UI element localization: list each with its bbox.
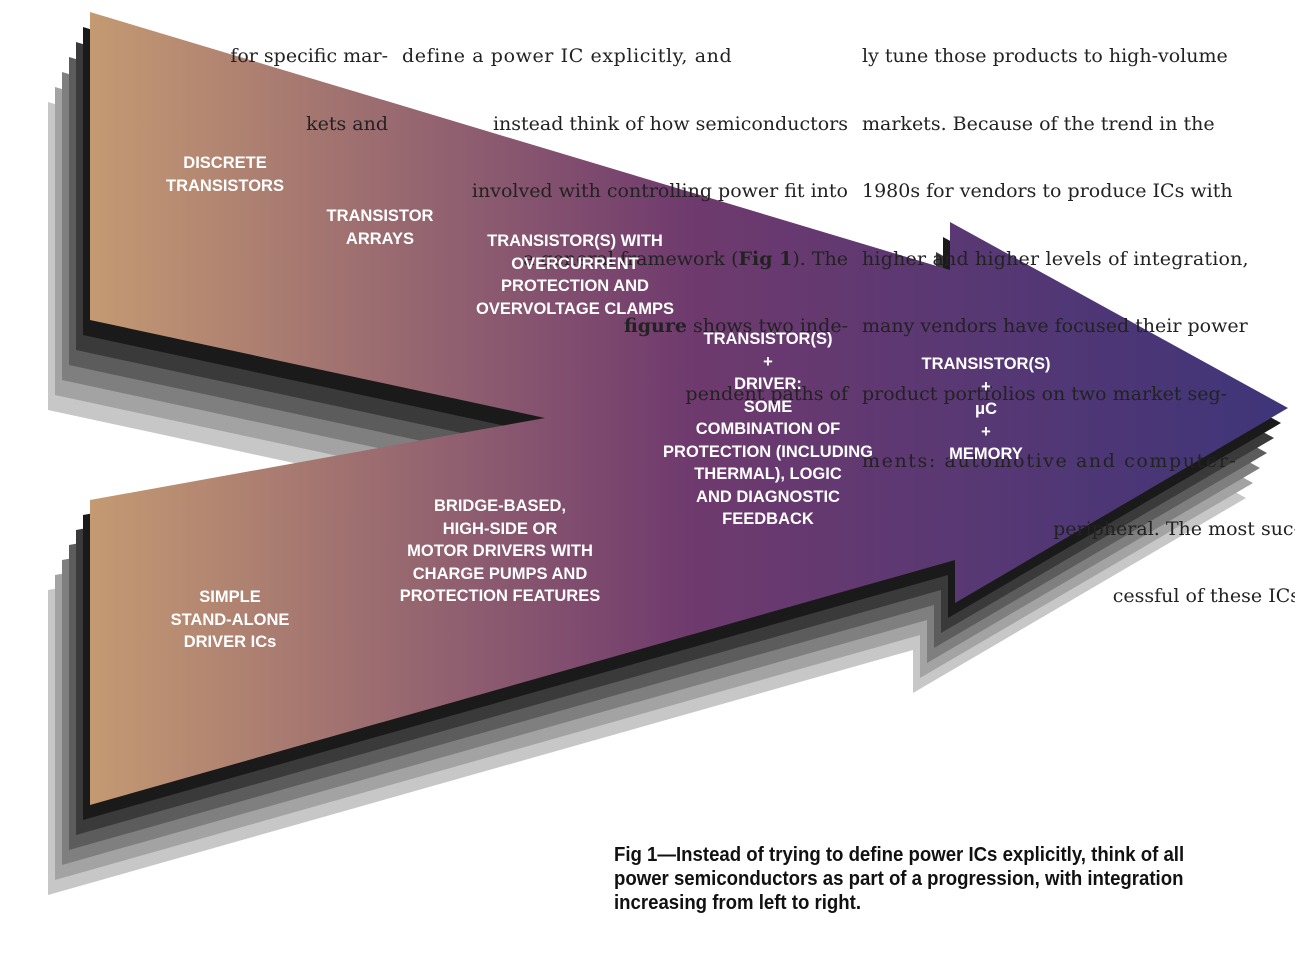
label-discrete-transistors: DISCRETE TRANSISTORS [166, 154, 284, 195]
text-line: markets. Because of the trend in the [862, 112, 1215, 135]
text-column-2: define a power IC explicitly, and instea… [0, 0, 848, 428]
text-line: product portfolios on two market seg- [862, 382, 1228, 405]
progression-arrow [90, 12, 1288, 805]
label-transistor-arrays: TRANSISTOR ARRAYS [326, 207, 434, 248]
text-line: 1980s for vendors to produce ICs with [862, 180, 1233, 202]
text-line: figure shows two inde- [0, 315, 848, 338]
text-line: for specific mar- [230, 45, 388, 67]
text-run: shows two inde- [686, 315, 848, 337]
label-transistors-with-protection: TRANSISTOR(S) WITH OVERCURRENT PROTECTIO… [475, 232, 675, 318]
text-line: a general framework (Fig 1). The [0, 248, 848, 271]
text-line: cessful of these ICs [1112, 585, 1295, 607]
text-line: ments: automotive and computer- [862, 450, 1238, 472]
text-line: higher and higher levels of integration, [862, 247, 1249, 270]
label-bridge-based-drivers: BRIDGE-BASED, HIGH-SIDE OR MOTOR DRIVERS… [399, 497, 601, 605]
text-run: ). The [792, 247, 848, 270]
label-transistors-microcontroller-memory: TRANSISTOR(S) + μC + MEMORY [921, 355, 1051, 463]
label-simple-driver-ics: SIMPLE STAND-ALONE DRIVER ICs [170, 588, 290, 651]
text-run: a general framework ( [523, 247, 739, 270]
text-line: involved with controlling power fit into [471, 180, 848, 202]
text-column-3: ly tune those products to high-volume ma… [862, 45, 1295, 607]
figure-caption: Fig 1—Instead of trying to define power … [614, 844, 1185, 914]
text-line: instead think of how semiconductors [492, 112, 848, 135]
text-line: peripheral. The most suc- [1053, 517, 1295, 540]
text-line: kets and [306, 112, 388, 135]
text-line: pendent paths of [685, 382, 848, 405]
figure-word: figure [623, 315, 687, 337]
text-column-1: for specific mar- kets and [0, 0, 388, 158]
figure-reference: Fig 1 [738, 247, 793, 270]
text-line: many vendors have focused their power [862, 315, 1248, 337]
label-transistors-driver-combination: TRANSISTOR(S) + DRIVER: SOME COMBINATION… [663, 330, 873, 528]
text-line: define a power IC explicitly, and [402, 45, 733, 67]
text-line: ly tune those products to high-volume [862, 45, 1228, 67]
